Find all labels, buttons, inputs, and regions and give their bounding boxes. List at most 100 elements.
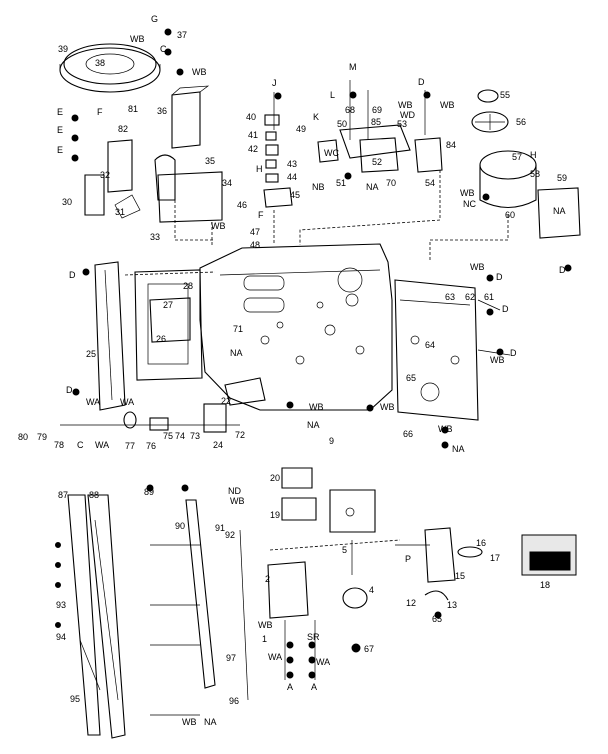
part-label: 30 xyxy=(62,197,72,207)
part-label: 72 xyxy=(235,430,245,440)
part-label: WB xyxy=(130,34,145,44)
part-label: 77 xyxy=(125,441,135,451)
part-label: NA xyxy=(452,444,465,454)
part-label: 9 xyxy=(329,436,334,446)
main-chassis-plate xyxy=(199,243,393,411)
part-label: 60 xyxy=(505,210,515,220)
part-label: NA xyxy=(553,206,566,216)
part-label: 74 xyxy=(175,431,185,441)
right-side-plate xyxy=(394,279,511,421)
part-label: 56 xyxy=(516,117,526,127)
part-label: WA xyxy=(316,657,330,667)
part-label: 15 xyxy=(455,571,465,581)
part-label: 43 xyxy=(287,159,297,169)
part-label: D xyxy=(502,304,509,314)
part-label: 96 xyxy=(229,696,239,706)
part-label: 66 xyxy=(403,429,413,439)
part-label: 13 xyxy=(447,600,457,610)
part-label: 47 xyxy=(250,227,260,237)
part-label: 84 xyxy=(446,140,456,150)
part-label: 50 xyxy=(337,119,347,129)
part-label: WC xyxy=(324,148,339,158)
part-label: 49 xyxy=(296,124,306,134)
part-label: E xyxy=(57,125,63,135)
part-label: 40 xyxy=(246,112,256,122)
part-label: 57 xyxy=(512,152,522,162)
upper-left-brackets xyxy=(84,85,223,245)
part-label: 71 xyxy=(233,324,243,334)
part-label: 2 xyxy=(265,574,270,584)
part-label: D xyxy=(510,348,517,358)
part-label: WB xyxy=(192,67,207,77)
part-label: 35 xyxy=(205,156,215,166)
part-label: 16 xyxy=(476,538,486,548)
part-label: A xyxy=(311,682,317,692)
part-label: WA xyxy=(268,652,282,662)
part-label: WA xyxy=(120,397,134,407)
part-label: 24 xyxy=(213,440,223,450)
part-label: 41 xyxy=(248,130,258,140)
part-label: 88 xyxy=(89,490,99,500)
part-label: E xyxy=(57,107,63,117)
part-label: 27 xyxy=(163,300,173,310)
shaft-parts-row xyxy=(60,377,266,433)
linkage-assembly xyxy=(299,80,443,245)
part-label: 39 xyxy=(58,44,68,54)
part-label: D xyxy=(69,270,76,280)
part-label: 45 xyxy=(290,190,300,200)
part-label: 25 xyxy=(86,349,96,359)
part-label: WB xyxy=(182,717,197,727)
part-label: 52 xyxy=(372,157,382,167)
part-label: NA xyxy=(204,717,217,727)
part-label: 63 xyxy=(445,292,455,302)
part-label: WB xyxy=(440,100,455,110)
part-label: 32 xyxy=(100,170,110,180)
part-label: E xyxy=(57,145,63,155)
part-label: 64 xyxy=(425,340,435,350)
part-label: 44 xyxy=(287,172,297,182)
left-side-plates xyxy=(94,261,216,411)
part-label: 85 xyxy=(371,117,381,127)
part-label: K xyxy=(313,112,319,122)
part-label: G xyxy=(151,14,158,24)
part-label: F xyxy=(258,210,264,220)
bottom-left-rails xyxy=(67,494,126,739)
part-label: 33 xyxy=(150,232,160,242)
part-label: NB xyxy=(312,182,325,192)
part-label: 4 xyxy=(369,585,374,595)
part-label: 46 xyxy=(237,200,247,210)
pulley-wheel xyxy=(59,43,161,93)
part-label: WB xyxy=(380,402,395,412)
part-label: WD xyxy=(400,110,415,120)
part-label: WB xyxy=(470,262,485,272)
part-label: M xyxy=(349,62,357,72)
part-label: 28 xyxy=(183,281,193,291)
part-label: 58 xyxy=(530,169,540,179)
part-label: 18 xyxy=(540,580,550,590)
part-label: H xyxy=(530,150,537,160)
motor-assembly xyxy=(429,89,581,260)
part-label: 34 xyxy=(222,178,232,188)
part-label: WB xyxy=(230,496,245,506)
part-label: 73 xyxy=(190,431,200,441)
part-label: WB xyxy=(211,221,226,231)
part-label: 92 xyxy=(225,530,235,540)
part-label: 53 xyxy=(397,119,407,129)
part-label: C xyxy=(160,44,167,54)
part-label: 91 xyxy=(215,523,225,533)
part-label: 38 xyxy=(95,58,105,68)
part-label: A xyxy=(287,682,293,692)
part-label: WB xyxy=(460,188,475,198)
part-label: C xyxy=(77,440,84,450)
part-label: P xyxy=(405,554,411,564)
part-label: 78 xyxy=(54,440,64,450)
part-label: 17 xyxy=(490,553,500,563)
part-label: SR xyxy=(307,632,320,642)
part-label: 97 xyxy=(226,653,236,663)
part-label: 68 xyxy=(345,105,355,115)
part-label: ND xyxy=(228,486,241,496)
part-label: 5 xyxy=(342,545,347,555)
part-label: H xyxy=(256,164,263,174)
part-label: 26 xyxy=(156,334,166,344)
part-label: D xyxy=(66,385,73,395)
